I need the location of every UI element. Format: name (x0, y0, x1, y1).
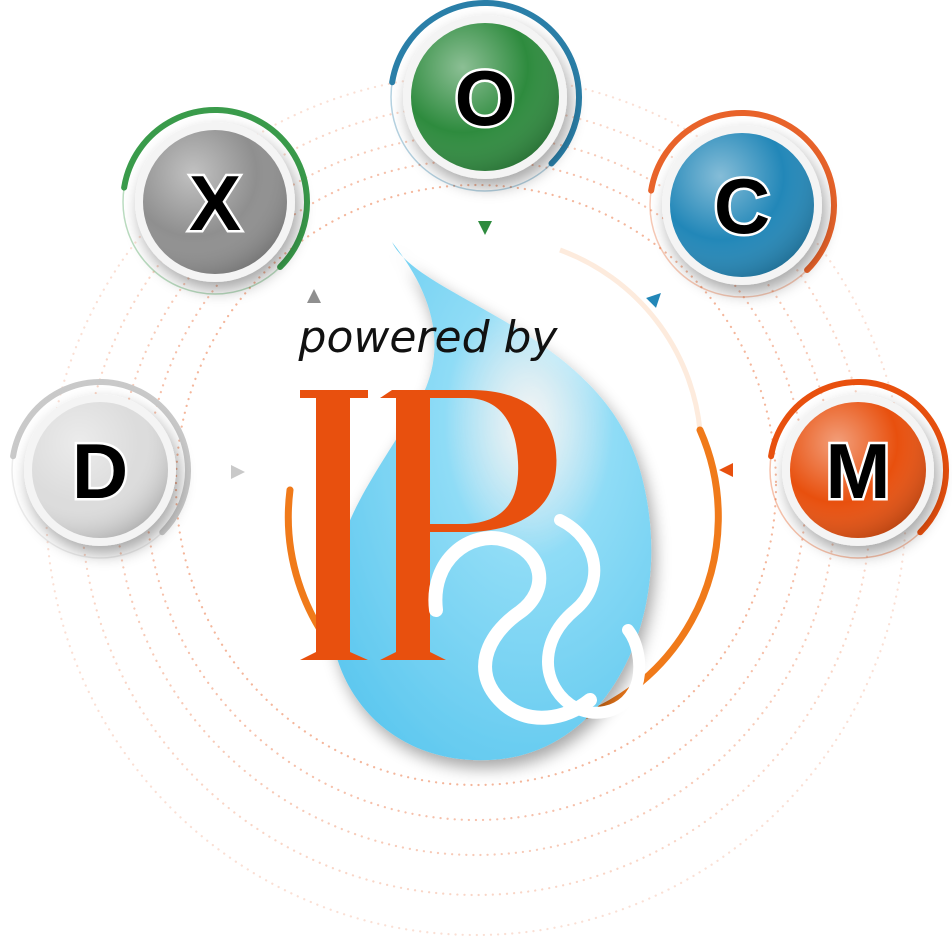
arrow-icon (719, 463, 733, 477)
node-letter-o: O (455, 54, 516, 142)
node-orb-shade (790, 402, 926, 538)
node-ring-arc (121, 107, 310, 271)
node-ring-arc (648, 110, 837, 274)
node-ring-arc (10, 379, 191, 536)
logo-orange-ring-top (559, 247, 703, 431)
connector-arrows (231, 221, 733, 479)
letter-nodes: D X O C M (10, 0, 949, 559)
node-d-badge: D (10, 379, 191, 559)
node-ring-thin (122, 109, 308, 295)
node-orb-shade (411, 23, 559, 171)
node-orb-shade (143, 130, 287, 274)
node-ring-thin (769, 381, 947, 559)
dotted-ring (174, 183, 778, 787)
node-orb-shade (670, 133, 814, 277)
node-ring-arc (768, 379, 949, 536)
node-ring-thin (649, 112, 835, 298)
node-letter-c: C (714, 162, 770, 250)
node-c-badge: C (648, 110, 837, 298)
node-ring-thin (11, 381, 189, 559)
node-x-badge: X (121, 107, 310, 295)
node-ring-arc (389, 0, 582, 167)
ir-brand-logo (300, 390, 646, 725)
arrow-icon (307, 289, 321, 303)
node-orb-shade (32, 402, 168, 538)
node-letter-m: M (826, 427, 891, 515)
arrow-icon (231, 465, 245, 479)
node-letter-x: X (189, 159, 241, 247)
node-m-badge: M (768, 379, 949, 559)
node-letter-d: D (72, 427, 128, 515)
powered-by-label: powered by (298, 312, 559, 363)
arrow-icon (478, 221, 492, 235)
node-ring-thin (390, 2, 580, 192)
arrow-icon (646, 293, 661, 308)
node-o-badge: O (389, 0, 582, 192)
